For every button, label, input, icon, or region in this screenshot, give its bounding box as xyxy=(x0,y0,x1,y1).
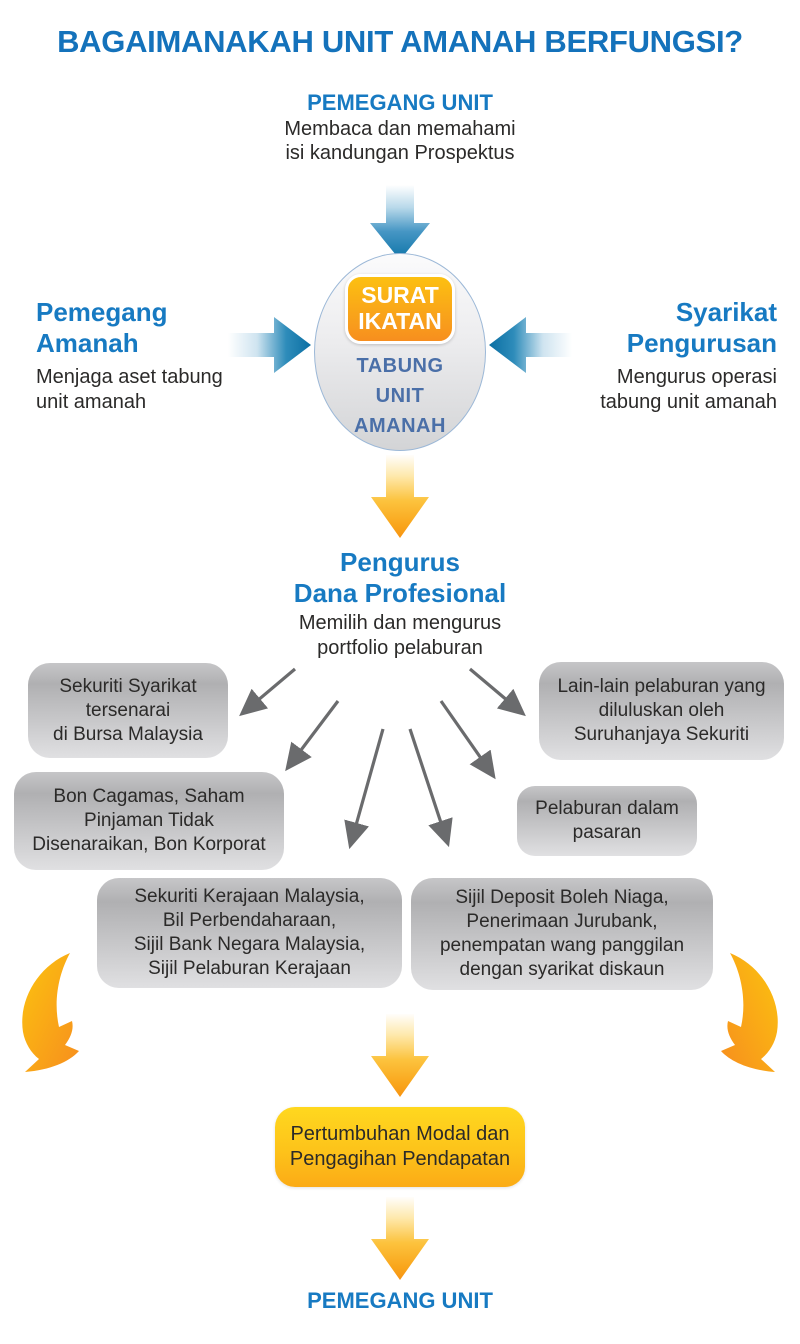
unit-holder-bottom-heading: PEMEGANG UNIT xyxy=(307,1288,493,1313)
right-arrow-blue-icon xyxy=(228,317,311,373)
page-title: BAGAIMANAKAH UNIT AMANAH BERFUNGSI? xyxy=(57,24,743,59)
down-arrow-yellow-icon xyxy=(371,1014,429,1097)
investment-box-market: Pelaburan dalam pasaran xyxy=(517,786,697,856)
trust-fund-label: TABUNG UNIT AMANAH xyxy=(354,355,446,437)
down-arrow-blue-icon xyxy=(370,185,430,260)
management-company-description: Mengurus operasi tabung unit amanah xyxy=(600,366,777,413)
curved-arrow-left-icon xyxy=(22,953,79,1072)
investment-box-other-approved: Lain-lain pelaburan yang diluluskan oleh… xyxy=(539,662,784,760)
left-arrow-blue-icon xyxy=(489,317,572,373)
down-arrow-yellow-icon xyxy=(371,1197,429,1280)
curved-arrow-right-icon xyxy=(721,953,778,1072)
down-arrow-yellow-icon xyxy=(371,455,429,538)
investment-box-bonds: Bon Cagamas, Saham Pinjaman Tidak Disena… xyxy=(14,772,284,870)
management-company-heading: Syarikat Pengurusan xyxy=(626,297,777,358)
trust-fund-circle: SURAT IKATAN TABUNG UNIT AMANAH xyxy=(314,253,486,451)
management-company-block: Syarikat Pengurusan Mengurus operasi tab… xyxy=(542,297,777,415)
fund-manager-heading: Pengurus Dana Profesional xyxy=(293,547,507,608)
investment-box-listed-securities: Sekuriti Syarikat tersenarai di Bursa Ma… xyxy=(28,663,228,758)
unit-holder-top-description: Membaca dan memahami isi kandungan Prosp… xyxy=(284,118,516,164)
outcome-box: Pertumbuhan Modal dan Pengagihan Pendapa… xyxy=(275,1107,525,1187)
fund-manager-description: Memilih dan mengurus portfolio pelaburan xyxy=(298,612,502,659)
surat-ikatan-badge: SURAT IKATAN xyxy=(345,274,455,344)
trustee-heading: Pemegang Amanah xyxy=(36,297,168,358)
trustee-block: Pemegang Amanah Menjaga aset tabung unit… xyxy=(36,297,251,415)
investment-box-government-securities: Sekuriti Kerajaan Malaysia, Bil Perbenda… xyxy=(97,878,402,988)
trustee-description: Menjaga aset tabung unit amanah xyxy=(36,366,223,413)
unit-holder-top-heading: PEMEGANG UNIT xyxy=(307,90,493,115)
investment-box-deposits: Sijil Deposit Boleh Niaga, Penerimaan Ju… xyxy=(411,878,713,990)
